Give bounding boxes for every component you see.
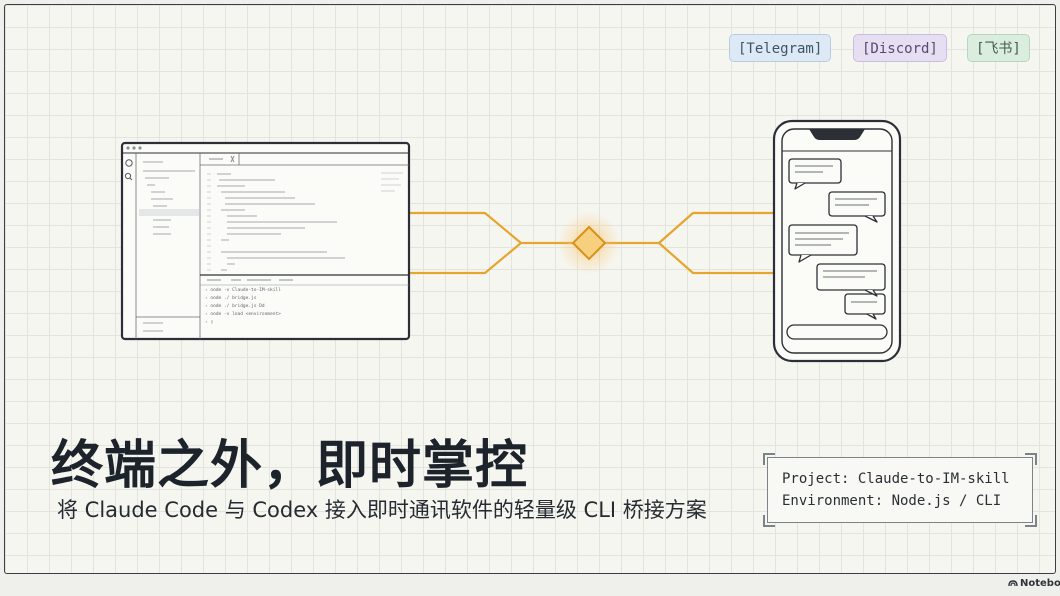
corner-bracket [1025,515,1037,527]
terminal-output: › node -v Claude-to-IM-skill › node ./ b… [205,287,281,327]
terminal-line: › node -v load <environment> [205,312,281,317]
connector-bottom-right [658,242,773,275]
project-name: Project: Claude-to-IM-skill [782,471,1010,487]
tag-feishu: [飞书] [967,34,1030,62]
connector-top-left [409,211,575,245]
terminal-line: › node ./ bridge.js [205,296,257,301]
project-environment: Environment: Node.js / CLI [782,493,1002,509]
smartphone [772,119,902,363]
corner-bracket [1025,453,1037,465]
chat-bubbles [786,158,888,340]
bridge-illustration [120,119,902,363]
code-lines [217,173,345,271]
tag-telegram: [Telegram] [729,34,832,62]
terminal-prompt: › ▯ [205,320,214,325]
slide-subtitle: 将 Claude Code 与 Codex 接入即时通讯软件的轻量级 CLI 桥… [57,498,707,522]
phone-notch [809,129,865,140]
file-tree-selected-item [139,209,199,216]
terminal-line: › node -v Claude-to-IM-skill [205,288,281,293]
project-info-box: Project: Claude-to-IM-skill Environment:… [763,453,1037,527]
notebook-logo-icon [1008,580,1018,587]
ide-window [120,141,411,341]
connector-bottom-left [409,242,522,275]
watermark-text: Notebo [1020,578,1060,589]
files-icon [125,159,133,167]
search-icon [124,172,132,180]
corner-bracket [763,453,775,465]
slide-title: 终端之外，即时掌控 [51,436,529,496]
connector-top-right [603,211,773,245]
slide-frame: › node -v Claude-to-IM-skill › node ./ b… [4,4,1056,574]
terminal-line: › node ./ bridge.js Dd [205,304,265,309]
bridge-hub-diamond-icon [571,225,607,261]
bridge-connectors [409,211,773,275]
corner-bracket [763,515,775,527]
tag-discord: [Discord] [853,34,947,62]
notebook-watermark: Notebo [1008,576,1060,592]
